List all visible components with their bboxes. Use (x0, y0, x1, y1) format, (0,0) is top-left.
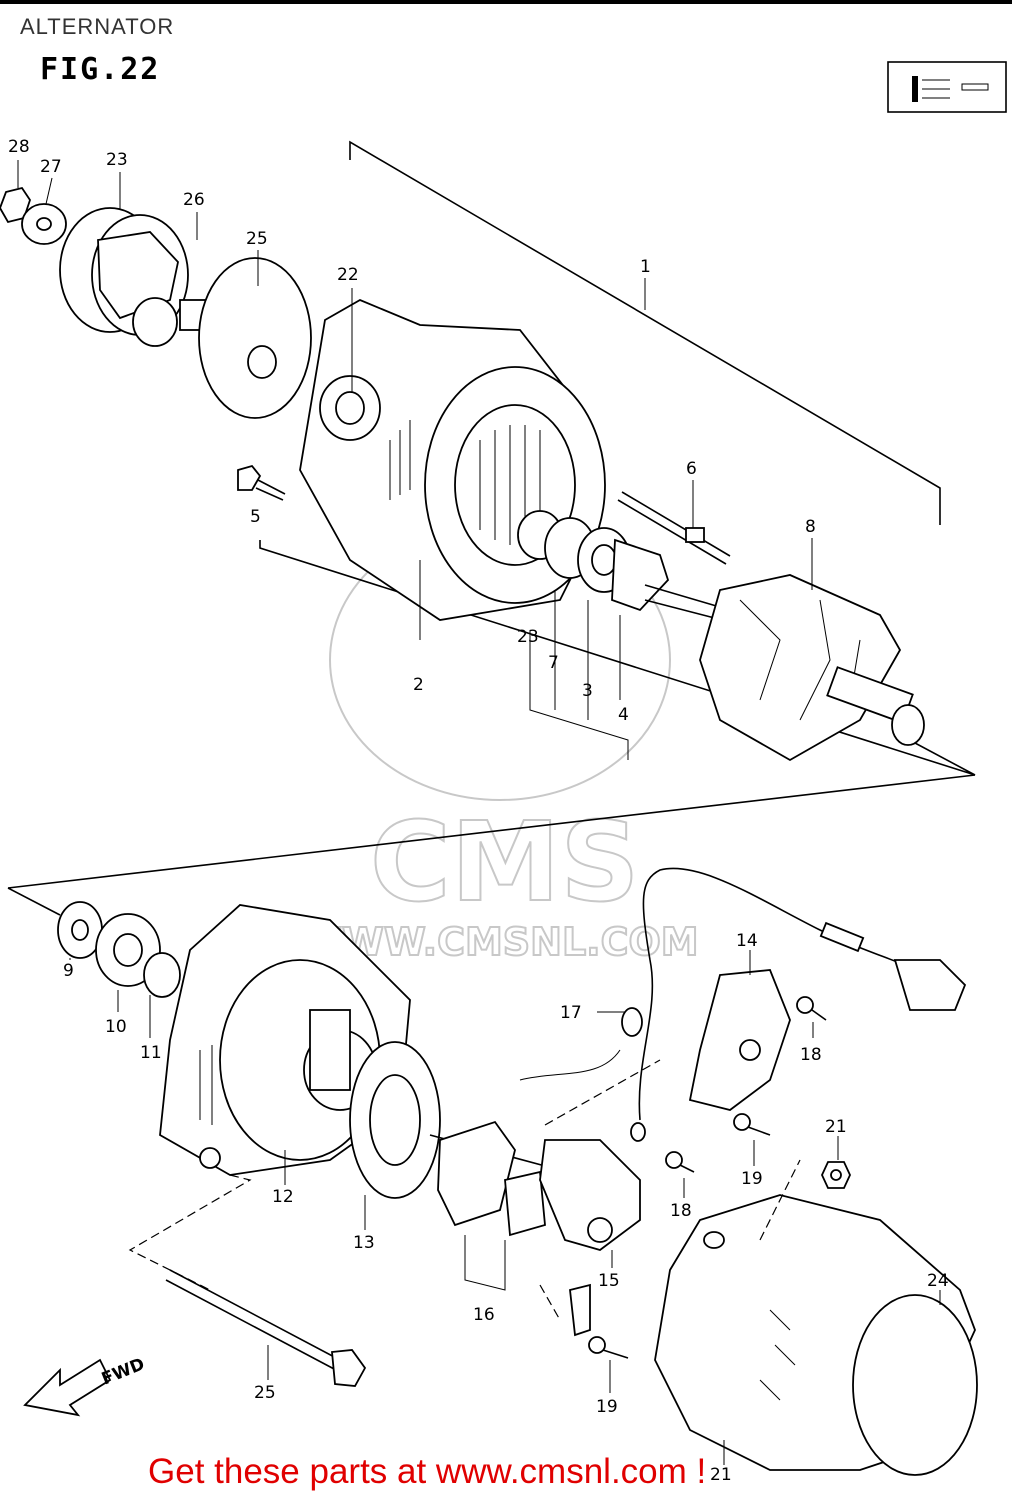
callout-25: 25 (254, 1383, 276, 1403)
callout-2: 2 (413, 675, 424, 695)
callout-21-lower: 21 (710, 1465, 732, 1485)
watermark-brand: CMS (370, 798, 639, 926)
callout-14: 14 (736, 931, 758, 951)
leader-lines (17, 160, 941, 1465)
nut-21 (821, 1161, 851, 1189)
callout-numbers: 28 27 23 26 25 22 1 6 8 5 23 7 2 3 4 9 1… (8, 137, 949, 1485)
watermark: CMS WWW.CMSNL.COM (299, 519, 700, 965)
callout-18-lower: 18 (670, 1201, 692, 1221)
callout-22: 22 (337, 265, 359, 285)
callout-30: 28 (8, 137, 30, 157)
pulley-group (0, 186, 312, 419)
callout-24: 24 (927, 1271, 949, 1291)
callout-19-lower: 19 (596, 1397, 618, 1417)
bearing-parts (517, 510, 670, 612)
callout-21-upper: 21 (825, 1117, 847, 1137)
screw-18-lower (665, 1151, 695, 1173)
callout-5: 5 (250, 507, 261, 527)
callout-26: 23 (106, 150, 128, 170)
section-title: ALTERNATOR (20, 14, 175, 39)
plate-14 (688, 969, 791, 1111)
forward-direction-arrow: FWD (23, 1354, 148, 1417)
footer-link[interactable]: Get these parts at www.cmsnl.com ! (148, 1452, 707, 1491)
top-rule (0, 0, 1012, 4)
callout-3: 3 (582, 681, 593, 701)
bolt-5 (237, 464, 286, 501)
wire-harness-17 (519, 867, 967, 1142)
callout-13: 13 (353, 1233, 375, 1253)
clip-bracket (569, 1283, 591, 1337)
reference-legend-box (887, 61, 1007, 113)
callout-17: 17 (560, 1003, 582, 1023)
screw-19-lower (588, 1336, 629, 1359)
figure-label: FIG.22 (40, 52, 161, 87)
callout-23: 23 (517, 627, 539, 647)
callout-7: 7 (548, 653, 559, 673)
callout-29: 27 (40, 157, 62, 177)
callout-11: 11 (140, 1043, 162, 1063)
screw-18-upper (796, 996, 827, 1021)
rotor-8 (644, 574, 925, 762)
callout-8: 8 (805, 517, 816, 537)
rear-housing-12 (159, 904, 411, 1176)
callout-18-upper: 18 (800, 1045, 822, 1065)
seal-13 (349, 1041, 561, 1199)
callout-28: 26 (183, 190, 205, 210)
lower-assembly-bracket (7, 560, 976, 916)
callout-4: 4 (618, 705, 629, 725)
callout-12: 12 (272, 1187, 294, 1207)
callout-15: 15 (598, 1271, 620, 1291)
through-bolt-25 (165, 1269, 367, 1387)
callout-16: 16 (473, 1305, 495, 1325)
fwd-label: FWD (99, 1354, 148, 1389)
rear-bearing-parts (57, 901, 181, 998)
brush-holder-16 (437, 1120, 546, 1291)
stud-6 (617, 491, 731, 565)
regulator-15 (539, 1139, 641, 1251)
callout-1: 1 (640, 257, 651, 277)
upper-assembly-bracket (259, 140, 976, 776)
screw-19-upper (733, 1113, 771, 1136)
callout-19-upper: 19 (741, 1169, 763, 1189)
rear-cover-24 (654, 1194, 978, 1476)
callout-10: 10 (105, 1017, 127, 1037)
callout-9: 9 (63, 961, 74, 981)
callout-6: 6 (686, 459, 697, 479)
callout-27: 25 (246, 229, 268, 249)
